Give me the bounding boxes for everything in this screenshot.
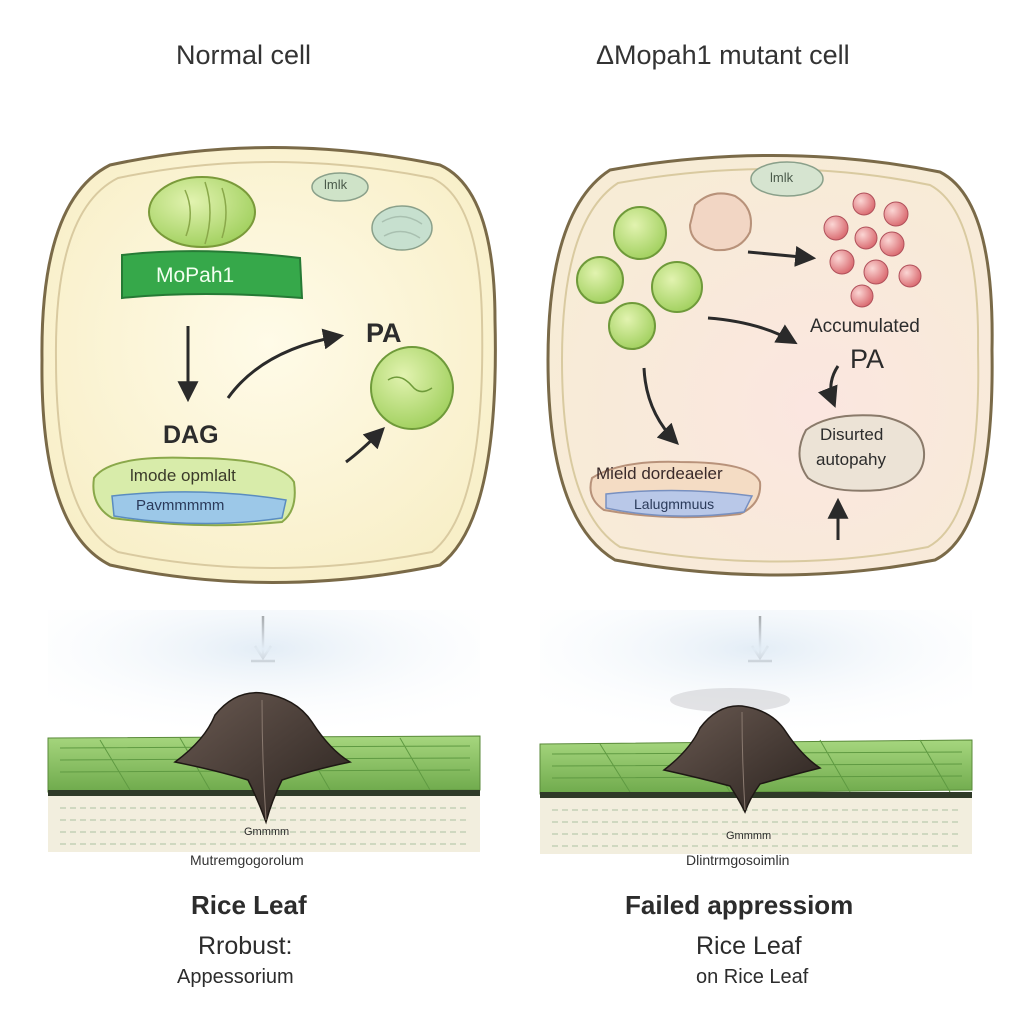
membrane-bottom-label-right: Lalugmmuus [634,496,715,512]
arrow-to-membrane-right [642,367,679,445]
appressorium-right [662,688,822,814]
normal-cell-title: Normal cell [176,40,312,70]
arrow-dag-to-pa [226,328,345,399]
arrow-membrane-to-pa [345,427,385,464]
mopah1-label: MoPah1 [156,264,235,287]
appressorium-left [173,691,353,825]
organelle-green-top [148,176,256,248]
caption-sub-left: Rrobust: [198,932,293,960]
caption-small-right: on Rice Leaf [696,966,809,988]
caption-small-left: Appessorium [177,966,294,988]
leaf-small-top-left: Gmmmm [244,826,290,838]
lipid-membrane-right [589,460,762,519]
small-organelle-label-right: lmlk [770,170,794,185]
leaf-small-bottom-left: Mutremgogorolum [190,852,304,868]
leaf-small-top-right: Gmmmm [726,830,772,842]
arrow-to-droplets [747,245,817,267]
caption-main-left: Rice Leaf [191,890,307,920]
pa-organelle [370,346,454,430]
mutant-cell-title: ΔMopah1 mutant cell [596,40,850,70]
small-organelle-label-left: lmlk [324,177,348,192]
mopah1-protein [121,250,304,300]
membrane-bottom-label-left: Pavmmmmm [136,497,225,514]
pa-label-left: PA [366,318,402,348]
organelle-small-right [750,161,824,197]
caption-sub-right: Rice Leaf [696,932,802,960]
leaf-small-bottom-right: Dlintrmgosoimlin [686,852,790,868]
disrupted-label-line2: autopahy [816,450,886,469]
organelle-small-1 [311,172,369,202]
lipid-droplets [823,192,922,308]
membrane-top-label-left: lmode opmlalt [130,466,236,485]
green-vesicles [576,206,703,350]
organelle-small-2 [371,205,433,251]
arrow-pa-to-autophagy [818,365,840,408]
accumulated-label: Accumulated [810,316,920,337]
disrupted-autophagy-vesicle [798,414,926,492]
arrow-to-accumulated-pa [707,316,798,345]
disrupted-label-line1: Disurted [820,425,884,444]
dag-label: DAG [163,421,219,449]
degraded-organelle [688,192,752,252]
lipid-membrane-left [92,456,296,527]
membrane-top-label-right: Mield dordeaeler [596,464,723,483]
pa-label-right: PA [850,344,885,374]
caption-main-right: Failed appressiom [625,890,854,920]
